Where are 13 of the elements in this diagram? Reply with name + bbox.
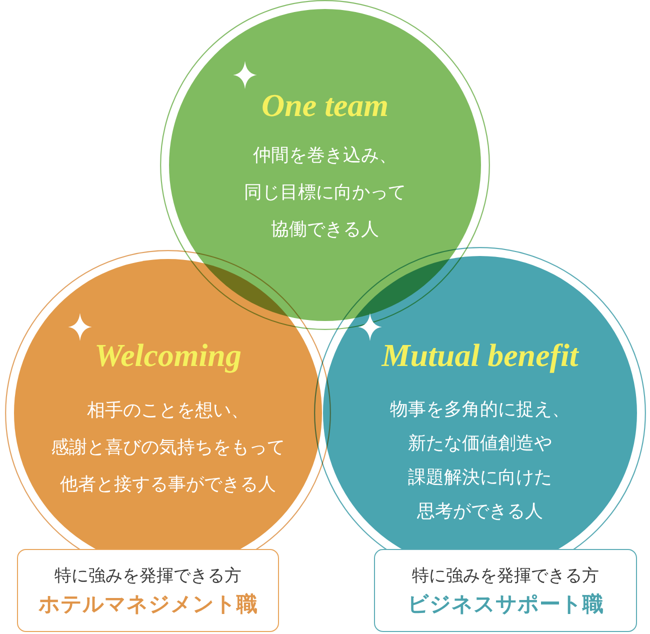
circle-heading: One team xyxy=(261,86,389,125)
job-title: ホテルマネジメント職 xyxy=(38,590,258,618)
job-title: ビジネスサポート職 xyxy=(408,590,604,618)
circle-description: 物事を多角的に捉え、新たな価値創造や課題解決に向けた思考ができる人 xyxy=(390,398,570,524)
card-caption: 特に強みを発揮できる方 xyxy=(54,564,242,588)
venn-circle xyxy=(160,0,490,330)
circle-heading: Welcoming xyxy=(94,336,242,375)
circle-description: 仲間を巻き込み、同じ目標に向かって協働できる人 xyxy=(244,144,406,242)
circle-heading: Mutual benefit xyxy=(382,336,578,375)
info-card xyxy=(17,549,279,632)
circle-description: 相手のことを想い、感謝と喜びの気持ちをもって他者と接する事ができる人 xyxy=(51,399,285,497)
card-caption: 特に強みを発揮できる方 xyxy=(412,564,599,588)
info-card xyxy=(374,549,637,632)
